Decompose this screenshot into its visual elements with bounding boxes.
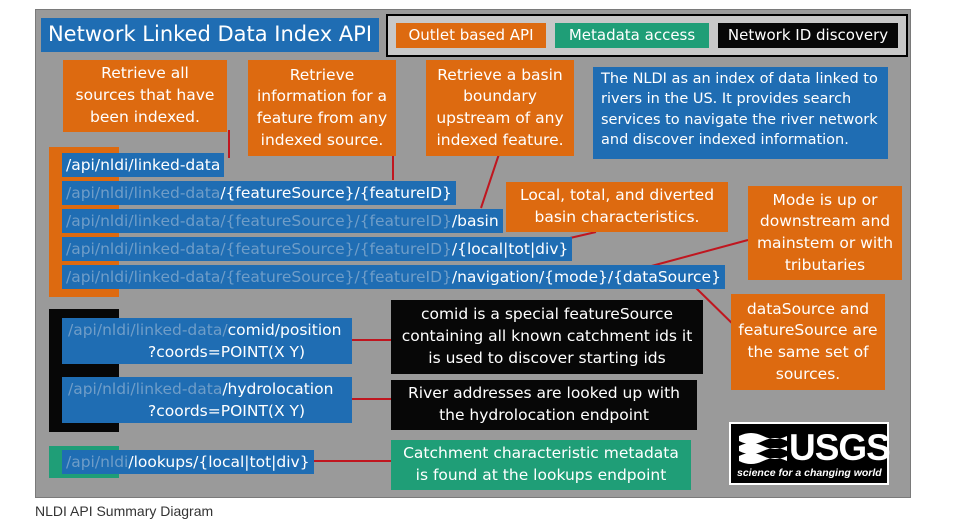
callout-nldi-description: The NLDI as an index of data linked to r… xyxy=(593,67,888,159)
callout-feature: Retrieve information for a feature from … xyxy=(248,60,396,156)
path-navigation-suffix: /navigation/{mode}/{dataSource} xyxy=(451,268,721,286)
callout-hydrolocation: River addresses are looked up with the h… xyxy=(391,380,697,430)
path-hydro-prefix: /api/nldi/linked-data xyxy=(68,380,223,398)
usgs-logo: USGS science for a changing world xyxy=(729,422,891,485)
path-lookups[interactable]: /api/nldi/lookups/{local|tot|div} xyxy=(62,450,314,474)
path-basin-suffix: /basin xyxy=(451,212,499,230)
path-feature-suffix: /{featureSource}/{featureID} xyxy=(220,184,452,202)
callout-lookups: Catchment characteristic metadata is fou… xyxy=(391,440,691,490)
path-linked-data[interactable]: /api/nldi/linked-data xyxy=(62,153,225,177)
path-basin[interactable]: /api/nldi/linked-data/{featureSource}/{f… xyxy=(62,209,503,233)
usgs-waves-icon xyxy=(739,433,787,464)
path-navigation[interactable]: /api/nldi/linked-data/{featureSource}/{f… xyxy=(62,265,725,289)
callout-mode: Mode is up or downstream and mainstem or… xyxy=(748,186,902,280)
path-comid-prefix: /api/nldi/linked-data/ xyxy=(68,321,228,339)
callout-characteristics: Local, total, and diverted basin charact… xyxy=(506,182,728,232)
figure-caption: NLDI API Summary Diagram xyxy=(35,503,214,519)
connector-basin xyxy=(480,153,500,209)
connector-mode xyxy=(643,239,749,269)
path-comid-coords: ?coords=POINT(X Y) xyxy=(148,343,306,361)
path-comid-position[interactable]: /api/nldi/linked-data/comid/position ?co… xyxy=(62,318,352,364)
legend: Outlet based API Metadata access Network… xyxy=(386,14,908,57)
usgs-wordmark: USGS xyxy=(789,427,891,468)
legend-metadata: Metadata access xyxy=(555,23,709,48)
legend-network-id: Network ID discovery xyxy=(718,23,898,48)
path-comid-suffix: comid/position xyxy=(227,321,342,339)
path-lookups-prefix: /api/nldi xyxy=(66,453,129,471)
api-summary-diagram: Network Linked Data Index API Outlet bas… xyxy=(35,9,911,498)
path-lookups-suffix: /lookups/{local|tot|div} xyxy=(128,453,310,471)
path-basin-prefix: /api/nldi/linked-data/{featureSource}/{f… xyxy=(66,212,452,230)
path-hydro-suffix: /hydrolocation xyxy=(222,380,334,398)
callout-basin: Retrieve a basin boundary upstream of an… xyxy=(426,60,574,156)
callout-linked-data: Retrieve all sources that have been inde… xyxy=(63,60,227,132)
path-feature-prefix: /api/nldi/linked-data xyxy=(66,184,221,202)
path-characteristics-prefix: /api/nldi/linked-data/{featureSource}/{f… xyxy=(66,240,452,258)
path-feature[interactable]: /api/nldi/linked-data/{featureSource}/{f… xyxy=(62,181,456,205)
callout-comid: comid is a special featureSource contain… xyxy=(391,300,703,374)
path-linked-data-text: /api/nldi/linked-data xyxy=(66,156,221,174)
path-characteristics-suffix: /{local|tot|div} xyxy=(451,240,569,258)
path-navigation-prefix: /api/nldi/linked-data/{featureSource}/{f… xyxy=(66,268,452,286)
path-characteristics[interactable]: /api/nldi/linked-data/{featureSource}/{f… xyxy=(62,237,573,261)
callout-datasource: dataSource and featureSource are the sam… xyxy=(731,294,885,390)
usgs-tagline: science for a changing world xyxy=(737,467,882,479)
legend-outlet: Outlet based API xyxy=(396,23,546,48)
diagram-title: Network Linked Data Index API xyxy=(41,18,379,52)
path-hydrolocation[interactable]: /api/nldi/linked-data/hydrolocation ?coo… xyxy=(62,377,352,423)
path-hydro-coords: ?coords=POINT(X Y) xyxy=(148,402,306,420)
